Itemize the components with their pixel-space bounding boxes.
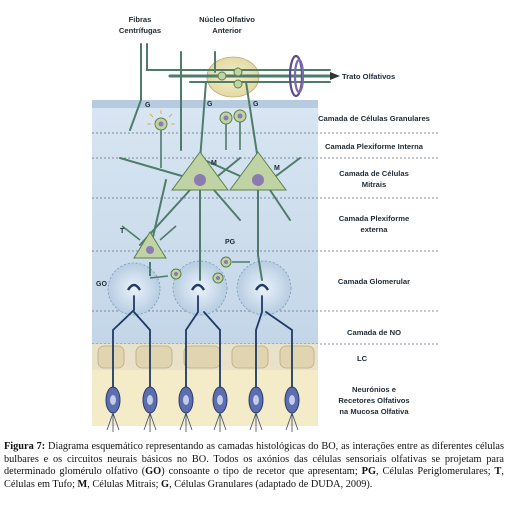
letter-g2: G — [207, 101, 213, 108]
tufted-cell — [121, 225, 177, 276]
granule-somata — [154, 109, 247, 131]
caption-lead: Figura 7: — [4, 441, 46, 452]
tract-loops — [288, 54, 305, 98]
olfactory-mucosa — [92, 370, 318, 426]
receptor-cilia — [106, 412, 299, 432]
receptor-axons — [112, 295, 293, 393]
nucleus-neurons — [217, 67, 243, 89]
layer-neuronios-line3: na Mucosa Olfativa — [339, 407, 409, 416]
caption-part3: , Células Periglomerulares; — [375, 466, 495, 477]
caption-t: T — [494, 466, 502, 477]
letter-g3: G — [253, 101, 259, 108]
caption-part2: ) consoante o tipo de recetor que aprese… — [161, 466, 362, 477]
label-trato: Trato Olfativos — [342, 72, 395, 81]
caption-part6: , Células Granulares (adaptado de DUDA, … — [169, 478, 373, 490]
granule-cells — [160, 118, 241, 168]
glomerular-terminals — [126, 283, 270, 291]
caption-part4: , Células em Tufo; — [4, 466, 504, 490]
letter-t: T — [120, 228, 125, 235]
glomeruli — [107, 260, 292, 316]
letter-go: GO — [96, 281, 107, 288]
label-fibras-line2: Centrífugas — [119, 26, 161, 35]
layer-granulares: Camada de Células Granulares — [318, 114, 430, 123]
layer-lc: LC — [357, 354, 368, 363]
label-fibras-line1: Fibras — [129, 15, 152, 24]
figure-caption: Figura 7: Diagrama esquemático represent… — [4, 441, 504, 491]
caption-part1: Diagrama esquemático representando as ca… — [4, 441, 504, 477]
olfactory-bulb-diagram: G G G M M T PG GO Fibras Centrífugas Núc… — [92, 15, 440, 432]
caption-g: G — [161, 478, 170, 490]
cell-letters: G G G M M T PG GO — [96, 101, 280, 288]
mitral-cell-right — [229, 151, 287, 191]
layer-glomerular: Camada Glomerular — [338, 277, 410, 286]
caption-go: GO — [145, 466, 162, 477]
letter-g1: G — [145, 102, 151, 109]
layer-plexiforme-interna: Camada Plexiforme Interna — [325, 142, 424, 151]
label-nucleo-line1: Núcleo Olfativo — [199, 15, 255, 24]
layer-no: Camada de NO — [347, 328, 401, 337]
letter-m1: M — [211, 160, 217, 167]
label-nucleo-line2: Anterior — [212, 26, 242, 35]
granule-spark-left — [147, 110, 175, 125]
caption-pg: PG — [361, 466, 376, 477]
layer-plexiforme-externa-line2: externa — [360, 225, 388, 234]
layer-plexiforme-externa-line1: Camada Plexiforme — [339, 214, 409, 223]
mitral-cell-left — [171, 151, 229, 191]
letter-pg: PG — [225, 239, 236, 246]
periglomerular-cells — [149, 256, 250, 284]
layer-mitrais-line1: Camada de Células — [339, 169, 409, 178]
layer-neuronios-line1: Neurónios e — [352, 385, 396, 394]
caption-m: M — [77, 478, 88, 490]
layer-neuronios-line2: Recetores Olfativos — [338, 396, 409, 405]
layer-mitrais-line2: Mitrais — [362, 180, 386, 189]
centrifugal-fibers — [129, 43, 216, 151]
lamina-cribrosa — [92, 344, 318, 370]
letter-m2: M — [274, 165, 280, 172]
caption-part5: , Células Mitrais; — [87, 478, 162, 490]
